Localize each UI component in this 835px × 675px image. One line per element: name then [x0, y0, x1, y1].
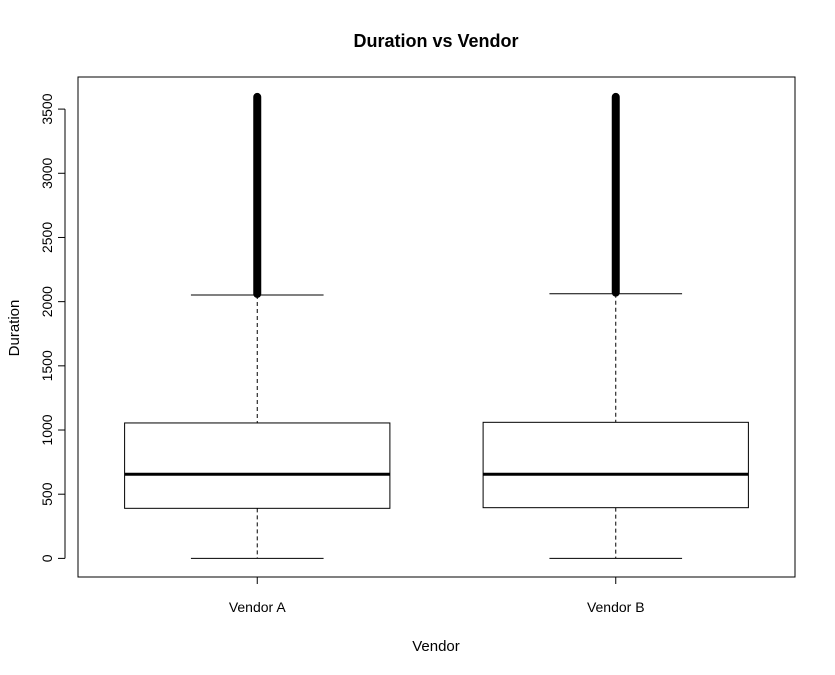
iqr-box	[482, 421, 749, 509]
y-tick-label: 1000	[39, 414, 55, 445]
box-group	[482, 92, 749, 559]
box-group	[124, 92, 391, 559]
x-axis: Vendor A Vendor B	[229, 576, 645, 615]
y-tick-label: 500	[39, 482, 55, 506]
x-axis-title: Vendor	[412, 638, 460, 655]
y-tick-label: 0	[39, 554, 55, 562]
iqr-box	[124, 422, 391, 509]
chart-title: Duration vs Vendor	[353, 31, 518, 51]
y-tick-label: 3500	[39, 93, 55, 124]
boxes	[124, 92, 749, 559]
y-tick-label: 2000	[39, 286, 55, 317]
x-tick-label: Vendor B	[587, 599, 645, 615]
x-tick-label: Vendor A	[229, 599, 286, 615]
y-tick-label: 2500	[39, 222, 55, 253]
y-tick-label: 3000	[39, 157, 55, 188]
y-axis: 0 500 1000 1500 2000 2500 3000 3500	[39, 93, 66, 562]
y-axis-title: Duration	[6, 300, 23, 357]
y-tick-label: 1500	[39, 350, 55, 381]
